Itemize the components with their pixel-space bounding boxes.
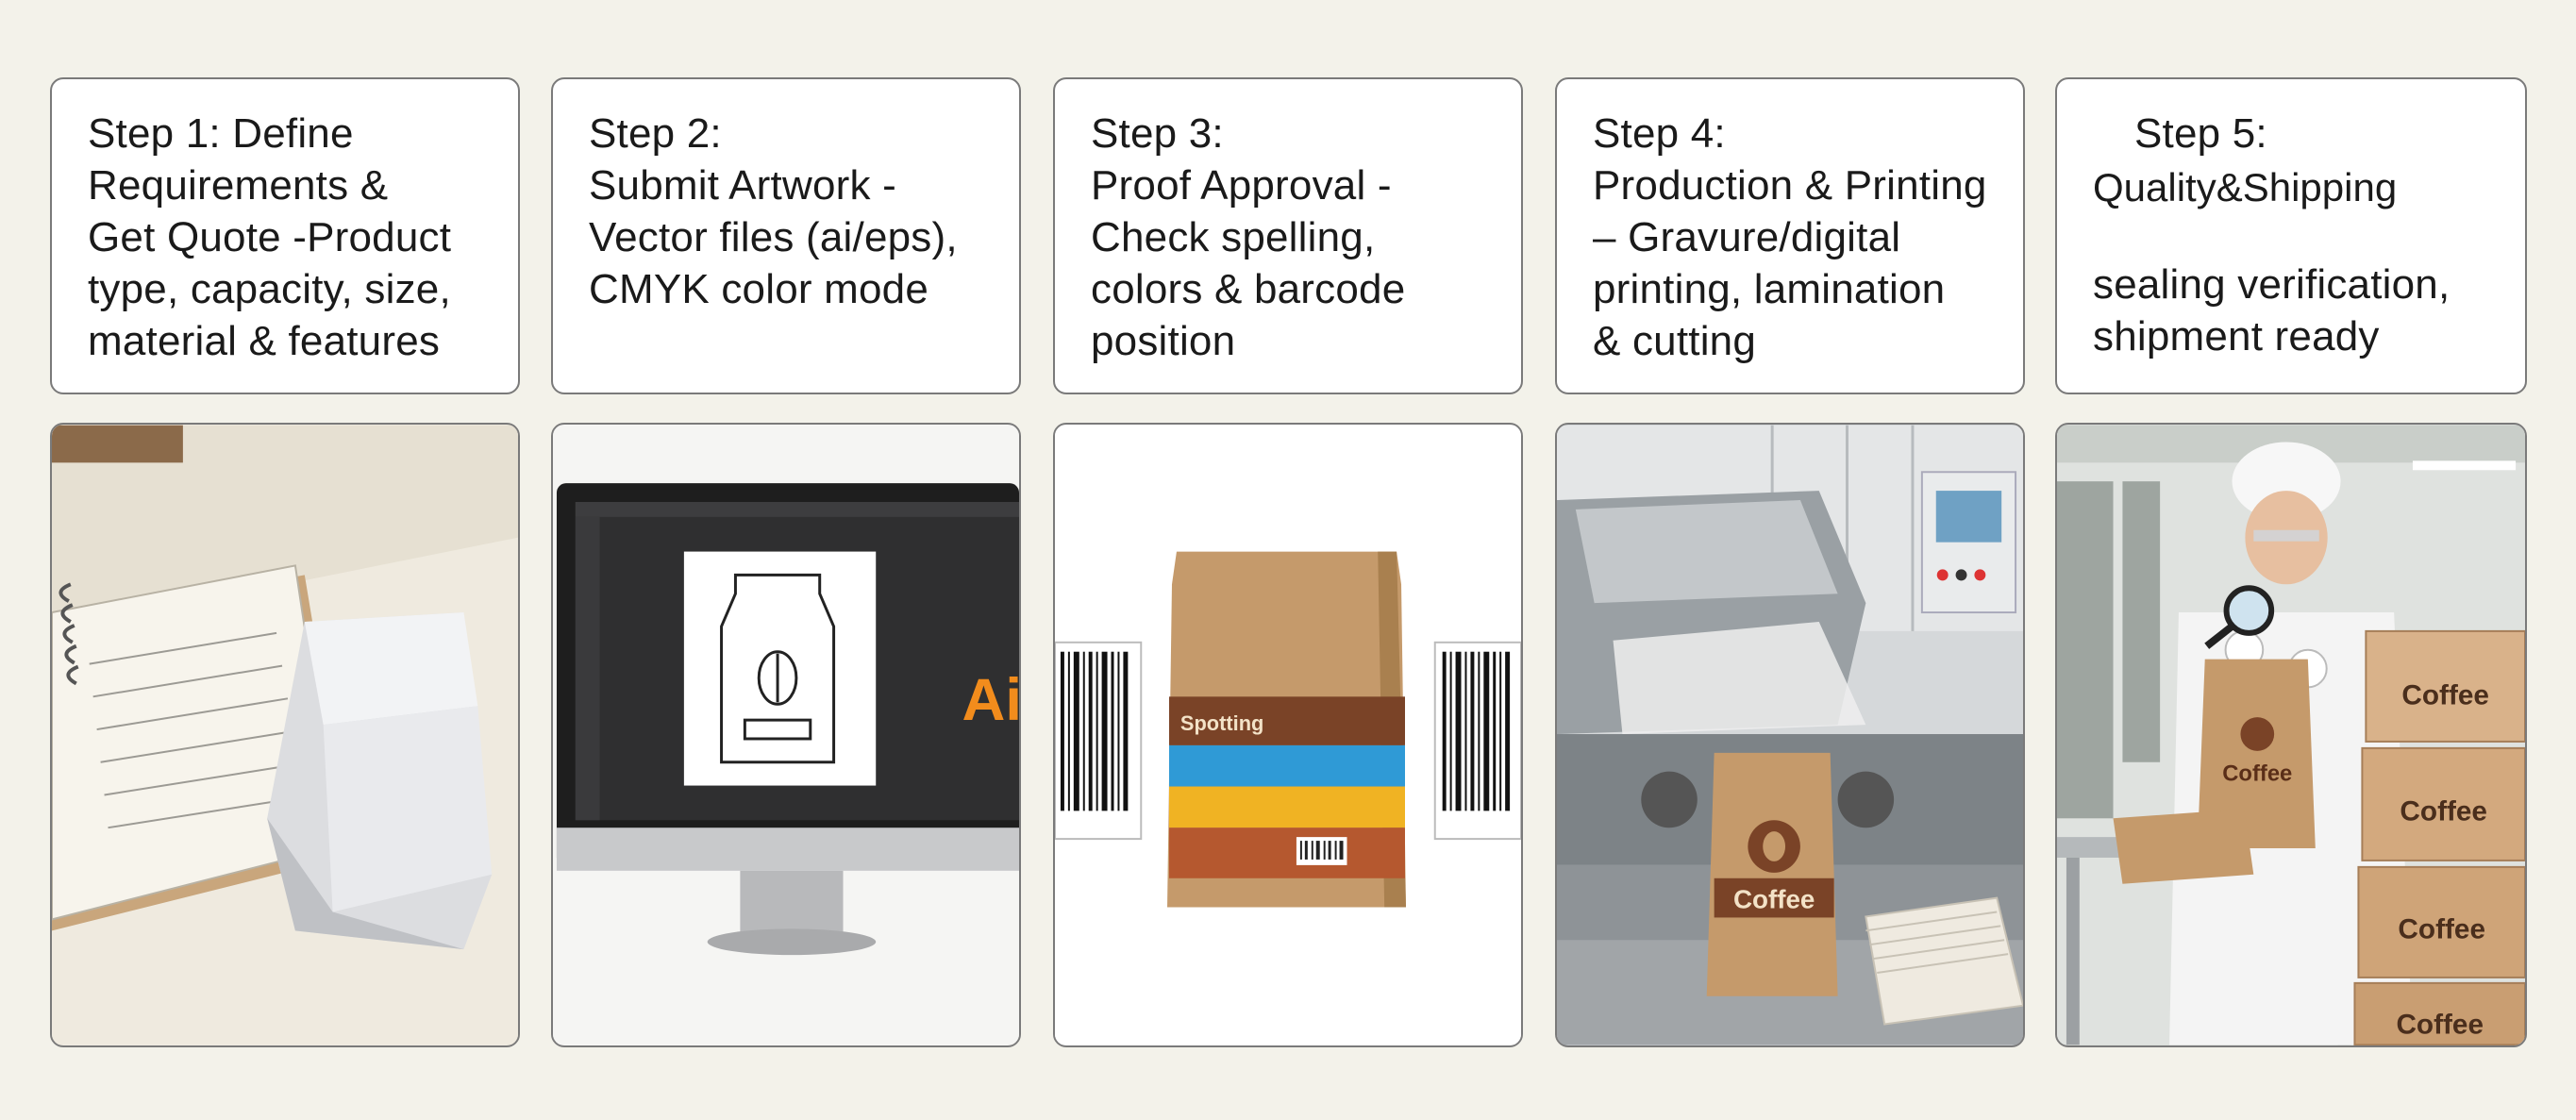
step-4-title: Step 4: xyxy=(1593,110,1726,157)
box-label-1: Coffee xyxy=(2401,679,2489,710)
step-1-description: Requirements & Get Quote -Product type, … xyxy=(88,162,452,364)
bag-outline-icon xyxy=(720,573,836,764)
step-5-subtitle: Quality&Shipping xyxy=(2093,165,2398,209)
kraft-bag-icon: Spotting xyxy=(1167,551,1406,908)
step-4-description: Production & Printing – Gravure/digital … xyxy=(1593,162,1987,364)
bag-label-text: Spotting xyxy=(1180,711,1263,735)
quality-inspection-image: Coffee Coffee Coffee Coffee Coffee xyxy=(2057,425,2525,1045)
inspected-bag-icon: Coffee xyxy=(2197,659,2316,849)
printing-machine-image: Coffee xyxy=(1557,425,2023,1045)
barcode-left-icon xyxy=(1055,641,1143,841)
step-4-illustration: Coffee xyxy=(1555,423,2025,1047)
step-5-description: sealing verification, shipment ready xyxy=(2093,261,2451,359)
step-3-card: Step 3: Proof Approval - Check spelling,… xyxy=(1053,77,1523,394)
ai-logo-text: Ai xyxy=(962,667,1019,733)
step-2-illustration: Ai xyxy=(551,423,1021,1047)
step-5-illustration: Coffee Coffee Coffee Coffee Coffee xyxy=(2055,423,2527,1047)
step-1-title: Step 1: Define xyxy=(88,110,354,157)
step-2-card: Step 2: Submit Artwork - Vector files (a… xyxy=(551,77,1021,394)
shipping-boxes-icon: Coffee Coffee Coffee Coffee xyxy=(2353,629,2525,1045)
inspected-bag-label: Coffee xyxy=(2222,761,2292,787)
step-1-illustration xyxy=(50,423,520,1047)
paper-stack-icon xyxy=(1865,896,2023,1026)
step-3-illustration: Spotting xyxy=(1053,423,1523,1047)
step-2-title: Step 2: xyxy=(589,110,722,157)
notebook-and-pouch-image xyxy=(52,425,518,1045)
step-1-card: Step 1: Define Requirements & Get Quote … xyxy=(50,77,520,394)
magnifying-glass-icon xyxy=(2204,585,2275,649)
coffee-label-text: Coffee xyxy=(1733,885,1815,914)
step-5-title: Step 5: xyxy=(2134,110,2267,157)
box-label-3: Coffee xyxy=(2398,913,2485,944)
proof-bag-image: Spotting xyxy=(1055,425,1521,1045)
barcode-right-icon xyxy=(1433,641,1521,841)
step-3-title: Step 3: xyxy=(1091,110,1224,157)
step-4-card: Step 4: Production & Printing – Gravure/… xyxy=(1555,77,2025,394)
coffee-bag-icon: Coffee xyxy=(1706,752,1838,996)
step-3-description: Proof Approval - Check spelling, colors … xyxy=(1091,162,1406,364)
monitor-artwork-image: Ai xyxy=(553,425,1019,1045)
box-label-4: Coffee xyxy=(2396,1009,2484,1040)
step-5-card: Step 5: Quality&Shipping sealing verific… xyxy=(2055,77,2527,394)
box-label-2: Coffee xyxy=(2400,795,2487,827)
blank-pouch-icon xyxy=(267,612,493,950)
step-2-description: Submit Artwork - Vector files (ai/eps), … xyxy=(589,162,958,312)
control-panel-icon xyxy=(1920,471,2017,614)
